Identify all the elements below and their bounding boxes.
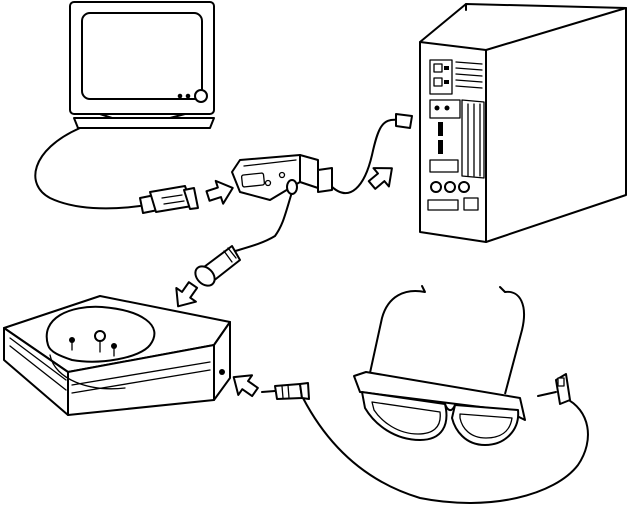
emitter-right-side — [213, 321, 231, 401]
cables — [34, 118, 589, 504]
stereo-emitter-box — [3, 295, 231, 416]
pc-cable-plug — [395, 113, 413, 129]
vent-grille — [455, 61, 483, 89]
indicator-led-icon — [177, 93, 183, 99]
vga-splitter-adapter — [231, 154, 333, 201]
rca-connector — [194, 245, 241, 287]
crt-monitor — [69, 1, 215, 129]
vga-port — [427, 199, 459, 211]
3d-shutter-glasses — [353, 285, 526, 446]
glasses-left-temple — [367, 290, 426, 383]
mini-jack-plug — [261, 382, 310, 400]
audio-port-icon — [458, 181, 470, 193]
audio-port-icon — [444, 181, 456, 193]
emitter-led-icon — [111, 343, 117, 349]
glasses-nose-bridge — [444, 403, 456, 412]
glasses-jack-socket — [537, 373, 571, 405]
dome-rim — [49, 354, 126, 390]
emitter-jack-port-icon — [219, 369, 225, 375]
indicator-led-icon — [185, 93, 191, 99]
monitor-base — [73, 117, 215, 129]
emitter-sensor-icon — [94, 330, 106, 342]
glasses-right-temple — [504, 290, 525, 395]
power-knob-icon — [194, 89, 208, 103]
monitor-cable — [34, 127, 141, 210]
monitor-vga-plug — [139, 185, 199, 214]
monitor-screen — [81, 12, 203, 100]
desktop-tower-pc — [419, 3, 627, 243]
adapter-to-rca-cable — [231, 191, 293, 253]
emitter-panel-lines — [9, 337, 67, 391]
arrow-jack-to-emitter-icon — [225, 366, 263, 403]
expansion-slots — [461, 99, 485, 179]
adapter-to-pc-cable — [329, 118, 399, 195]
glasses-jack-cable — [302, 397, 589, 504]
glasses-frame-bar — [353, 371, 526, 421]
arrow-rca-to-emitter-icon — [167, 277, 204, 315]
arrow-plug-into-adapter-icon — [203, 175, 238, 209]
audio-port-icon — [430, 181, 442, 193]
serial-port — [429, 159, 459, 173]
